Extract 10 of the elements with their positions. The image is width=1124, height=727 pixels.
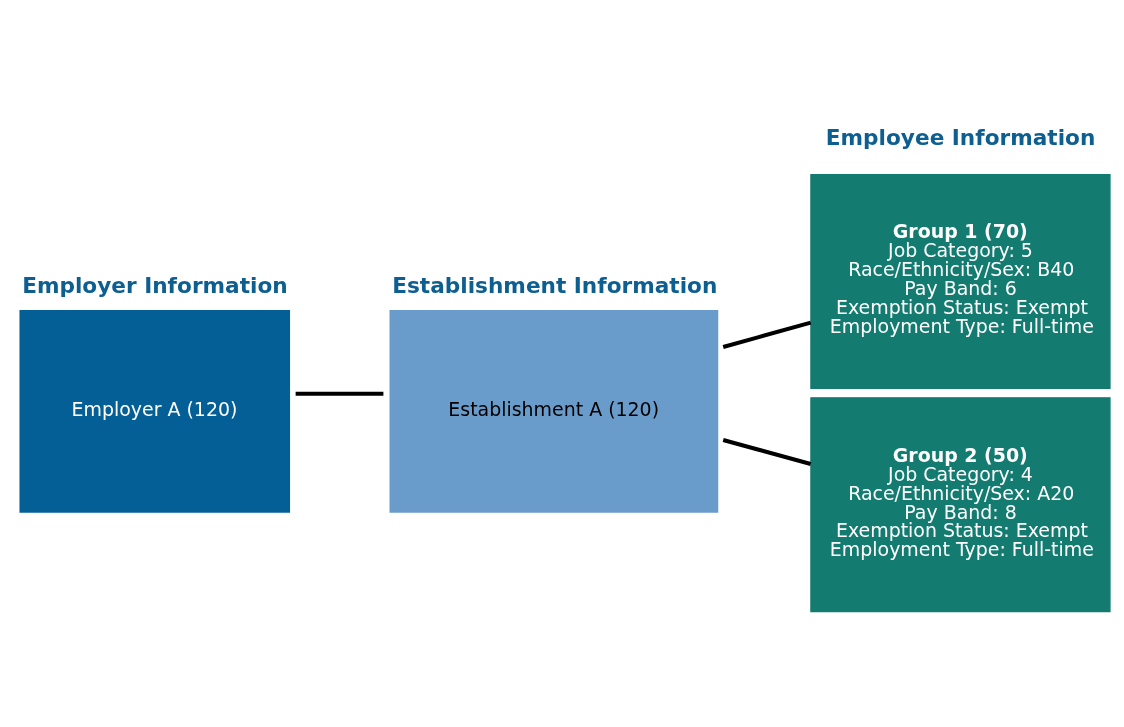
node-label: Employer Information [22, 272, 288, 298]
label: Employee Information [825, 124, 1096, 150]
node-box: Group 1 (70) Job Category: 5 Race/Ethnicity/Sex: B40 Pay Band: 6 Exemption Status: Exempt Employment Type: Full-time [810, 173, 1111, 389]
connector [722, 320, 812, 349]
connector [295, 391, 384, 396]
connector [722, 437, 812, 466]
node-label: Establishment Information [392, 272, 718, 298]
node-box: Employer A (120) [19, 309, 291, 513]
node-box: Group 2 (50) Job Category: 4 Race/Ethnicity/Sex: A20 Pay Band: 8 Exemption Status: Exempt Employment Type: Full-time [810, 396, 1111, 612]
node-box: Establishment A (120) [389, 309, 719, 513]
